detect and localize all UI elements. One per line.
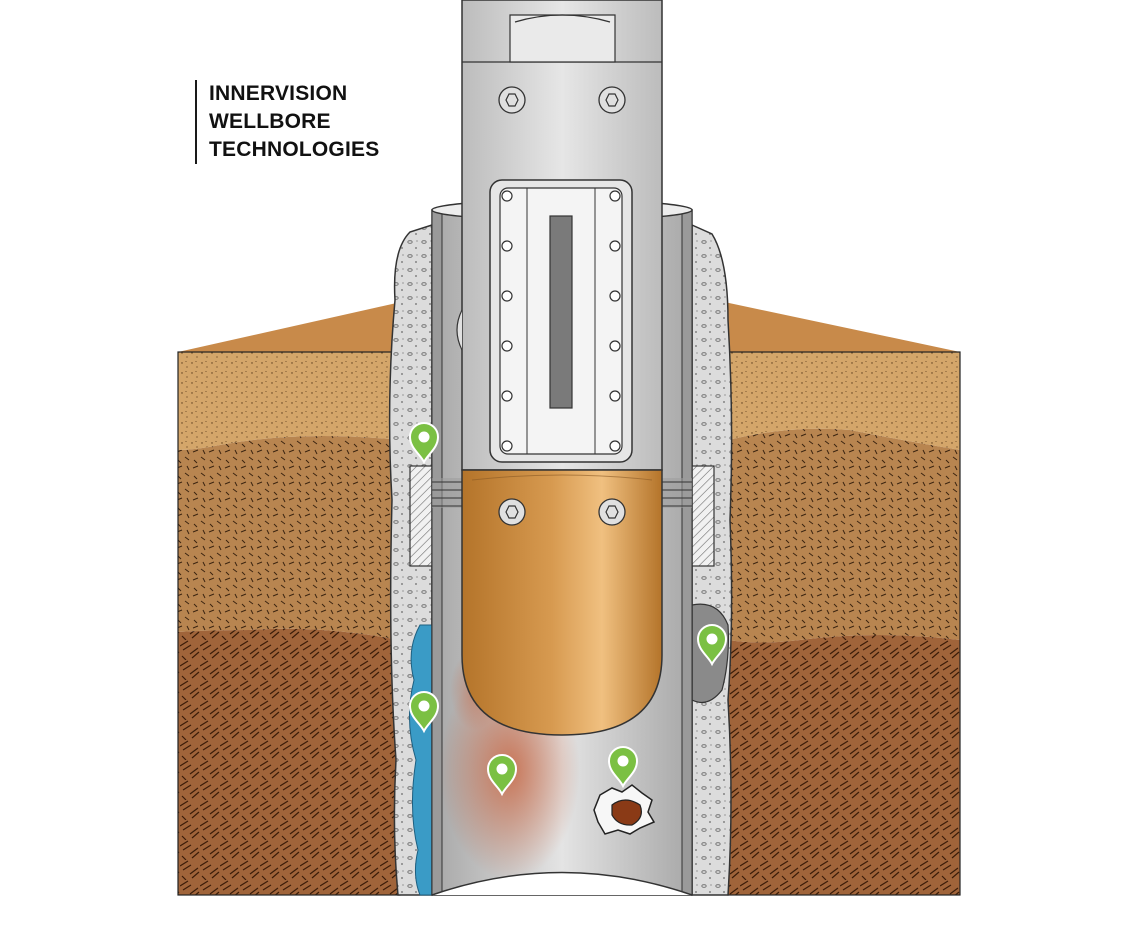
tool-centralizer [456,309,463,351]
location-markers [408,422,728,797]
marker-water-channel[interactable] [408,691,440,734]
seal-block-right [691,465,715,567]
marker-casing-hole[interactable] [607,746,639,789]
bolt-top-left [498,86,526,114]
marker-cement-top[interactable] [408,422,440,465]
bolt-top-right [598,86,626,114]
brand-line-2: WELLBORE [209,110,331,133]
bolt-cap-left [498,498,526,526]
soil-bottom-layer [178,628,400,895]
bolt-cap-right [598,498,626,526]
marker-corrosion[interactable] [486,754,518,797]
soil-middle-layer [178,436,400,640]
casing-hole [593,784,656,835]
tool-window [509,14,616,63]
brand-logo: INNERVISION WELLBORE TECHNOLOGIES [195,80,379,164]
sand-layer [178,352,400,450]
seal-block-left [409,465,433,567]
soil-bottom-layer-right [728,635,960,895]
brand-line-1: INNERVISION [209,82,348,105]
soil-middle-layer-right [728,428,960,643]
tool-cap [461,469,663,736]
sensor-slot [549,215,573,409]
seal-elements [409,465,715,567]
marker-cement-void[interactable] [696,624,728,667]
earth-layers [177,300,961,896]
panel-screws [501,190,621,452]
brand-line-3: TECHNOLOGIES [209,138,380,161]
sand-layer-right [728,352,960,450]
logging-tool [456,0,663,736]
ground-surface-left [178,300,410,360]
ground-surface-right [715,300,960,360]
